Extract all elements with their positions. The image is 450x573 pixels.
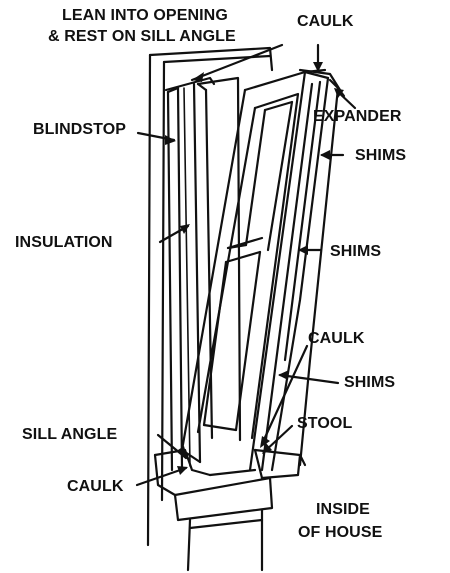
label-blindstop: BLINDSTOP [33, 121, 127, 138]
label-shims-lower: SHIMS [344, 374, 396, 391]
label-lean-line2: & REST ON SILL ANGLE [48, 28, 236, 45]
label-lean-line1: LEAN INTO OPENING [62, 7, 228, 24]
arrow-shims-lower [278, 373, 340, 385]
label-insulation: INSULATION [15, 234, 113, 251]
label-caulk-middle: CAULK [308, 330, 365, 347]
label-shims-middle: SHIMS [330, 243, 382, 260]
arrow-caulk-top [190, 43, 284, 82]
label-caulk-bottom: CAULK [67, 478, 124, 495]
shims-right [298, 78, 346, 467]
label-inside-line2: OF HOUSE [298, 524, 383, 541]
arrowheads [165, 62, 344, 475]
arrow-caulk-middle [260, 344, 309, 446]
arrow-caulk-bottom [135, 466, 188, 487]
window-sash [180, 68, 342, 472]
label-expander: EXPANDER [313, 108, 402, 125]
label-sill-angle: SILL ANGLE [22, 426, 118, 443]
arrow-sill-angle [156, 433, 188, 460]
wall-jamb [146, 46, 274, 547]
sill-assembly [153, 448, 307, 572]
label-inside-line1: INSIDE [316, 501, 370, 518]
label-caulk-top: CAULK [297, 13, 354, 30]
insulation [183, 82, 202, 467]
label-shims-upper: SHIMS [355, 147, 407, 164]
label-stool: STOOL [297, 415, 353, 432]
